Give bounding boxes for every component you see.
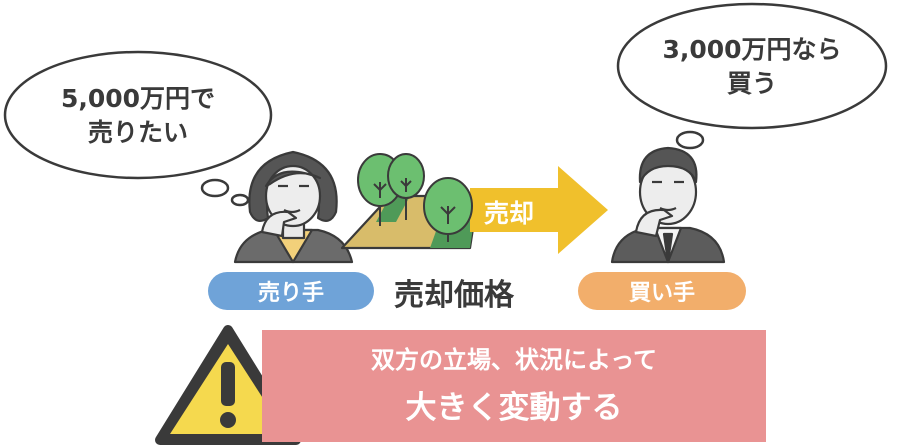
seller-bubble-text: 5,000万円で 売りたい: [40, 82, 236, 150]
warning-line2: 大きく変動する: [405, 390, 623, 426]
center-label: 売却価格: [394, 278, 514, 313]
buyer-thought-bubble: [616, 2, 888, 162]
buyer-bubble-line1: 3,000万円なら: [662, 35, 842, 64]
buyer-bubble-text: 3,000万円なら 買う: [640, 33, 864, 101]
arrow-label: 売却: [484, 199, 535, 228]
warning-box: [262, 330, 766, 442]
buyer-label-pill: 買い手: [578, 272, 746, 310]
seller-label-pill: 売り手: [208, 272, 374, 310]
buyer-bubble-line2: 買う: [726, 69, 777, 98]
warning-line1: 双方の立場、状況によって: [370, 346, 658, 374]
seller-figure: [233, 150, 354, 264]
sale-arrow: [470, 166, 608, 254]
tree-icon: [423, 177, 473, 242]
tree-icon: [387, 153, 425, 220]
buyer-figure: [610, 146, 726, 264]
tree-group: [357, 153, 473, 242]
seller-bubble-line2: 売りたい: [87, 118, 188, 147]
seller-bubble-line1: 5,000万円で: [60, 84, 216, 113]
seller-thought-bubble: [3, 50, 273, 207]
